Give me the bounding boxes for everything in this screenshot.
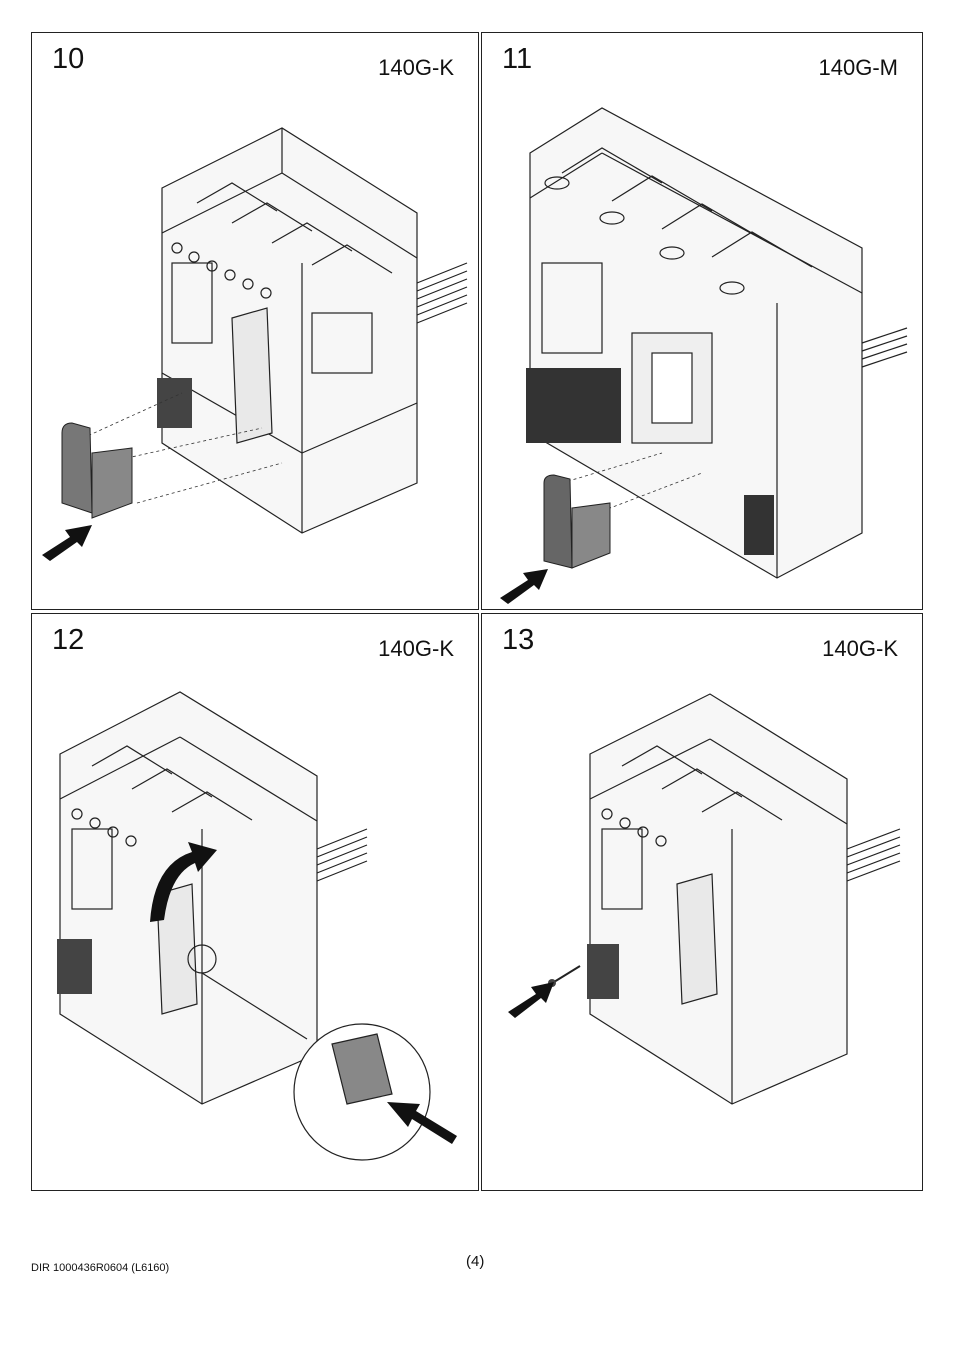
breaker-illustration — [508, 693, 901, 1105]
push-arrow-icon — [387, 1102, 457, 1144]
document-code: DIR 1000436R0604 (L6160) — [31, 1262, 170, 1274]
instruction-panel-13: 13 140G-K — [481, 613, 923, 1191]
instruction-panel-11: 11 140G-M — [481, 32, 923, 610]
breaker-illustration — [500, 107, 908, 604]
step-number: 12 — [52, 624, 85, 656]
model-label: 140G-M — [818, 55, 898, 80]
push-arrow-icon — [508, 982, 554, 1018]
step-number: 11 — [502, 43, 533, 75]
model-label: 140G-K — [378, 636, 454, 661]
breaker-illustration — [57, 691, 457, 1161]
model-label: 140G-K — [822, 636, 898, 661]
model-label: 140G-K — [378, 55, 454, 80]
page-number: (4) — [466, 1253, 485, 1270]
step-number: 10 — [52, 43, 85, 75]
step-number: 13 — [502, 624, 535, 656]
push-arrow-icon — [42, 525, 92, 561]
push-arrow-icon — [500, 569, 548, 604]
breaker-illustration — [42, 127, 468, 561]
rotate-arrow-icon — [150, 842, 217, 922]
instruction-panel-10: 10 140G-K — [31, 32, 479, 610]
instruction-panel-12: 12 140G-K — [31, 613, 479, 1191]
